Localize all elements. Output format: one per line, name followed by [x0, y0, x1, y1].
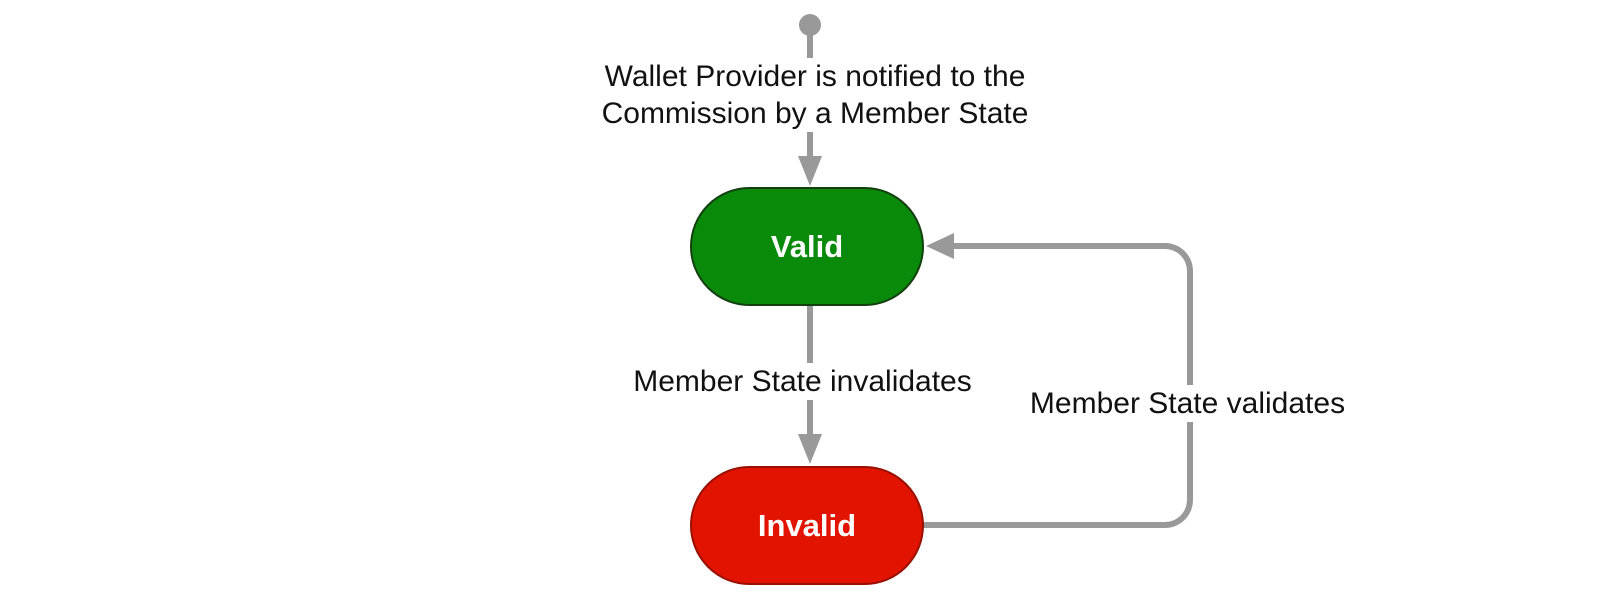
edge-label-invalidates: Member State invalidates [612, 363, 993, 400]
state-valid-label: Valid [770, 228, 844, 264]
start-node-icon [799, 14, 821, 36]
state-invalid: Invalid [690, 466, 924, 585]
edge-label-notification-line2: Commission by a Member State [601, 97, 1029, 130]
edge-start-to-valid-lower-segment [807, 128, 813, 158]
arrowhead-down-icon [798, 156, 822, 186]
edge-label-notification-line1: Wallet Provider is notified to the [604, 60, 1026, 93]
state-valid: Valid [690, 187, 924, 306]
edge-label-notification: Wallet Provider is notified to the Commi… [555, 58, 1075, 132]
edge-label-validates: Member State validates [1012, 385, 1363, 422]
arrowhead-left-icon [926, 233, 954, 259]
state-invalid-label: Invalid [757, 507, 857, 543]
arrowhead-down-icon [798, 434, 822, 464]
edge-start-to-valid-upper-segment [807, 30, 813, 60]
edge-invalid-to-valid-stub [918, 522, 950, 528]
